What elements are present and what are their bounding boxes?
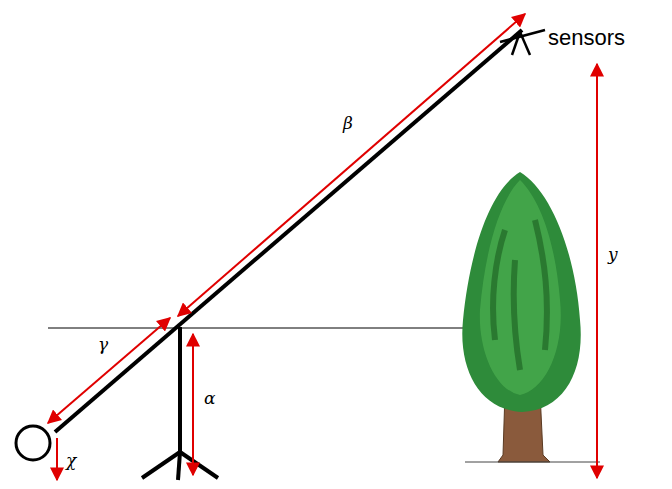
reference-line [48, 328, 535, 329]
stand-height-symbol: α [204, 390, 215, 407]
counterweight [16, 426, 50, 460]
tree [462, 172, 600, 462]
mast-beam [55, 30, 522, 432]
dimension-arrows [48, 14, 597, 480]
tripod-stand [142, 327, 218, 480]
sensor-head [500, 30, 545, 55]
counterarm-length-symbol: γ [98, 336, 108, 353]
weight-height-symbol: χ [66, 452, 76, 469]
beam-length-symbol: β [343, 115, 353, 132]
sensor-label: sensors [548, 27, 625, 49]
sensor-height-symbol: y [608, 246, 618, 263]
